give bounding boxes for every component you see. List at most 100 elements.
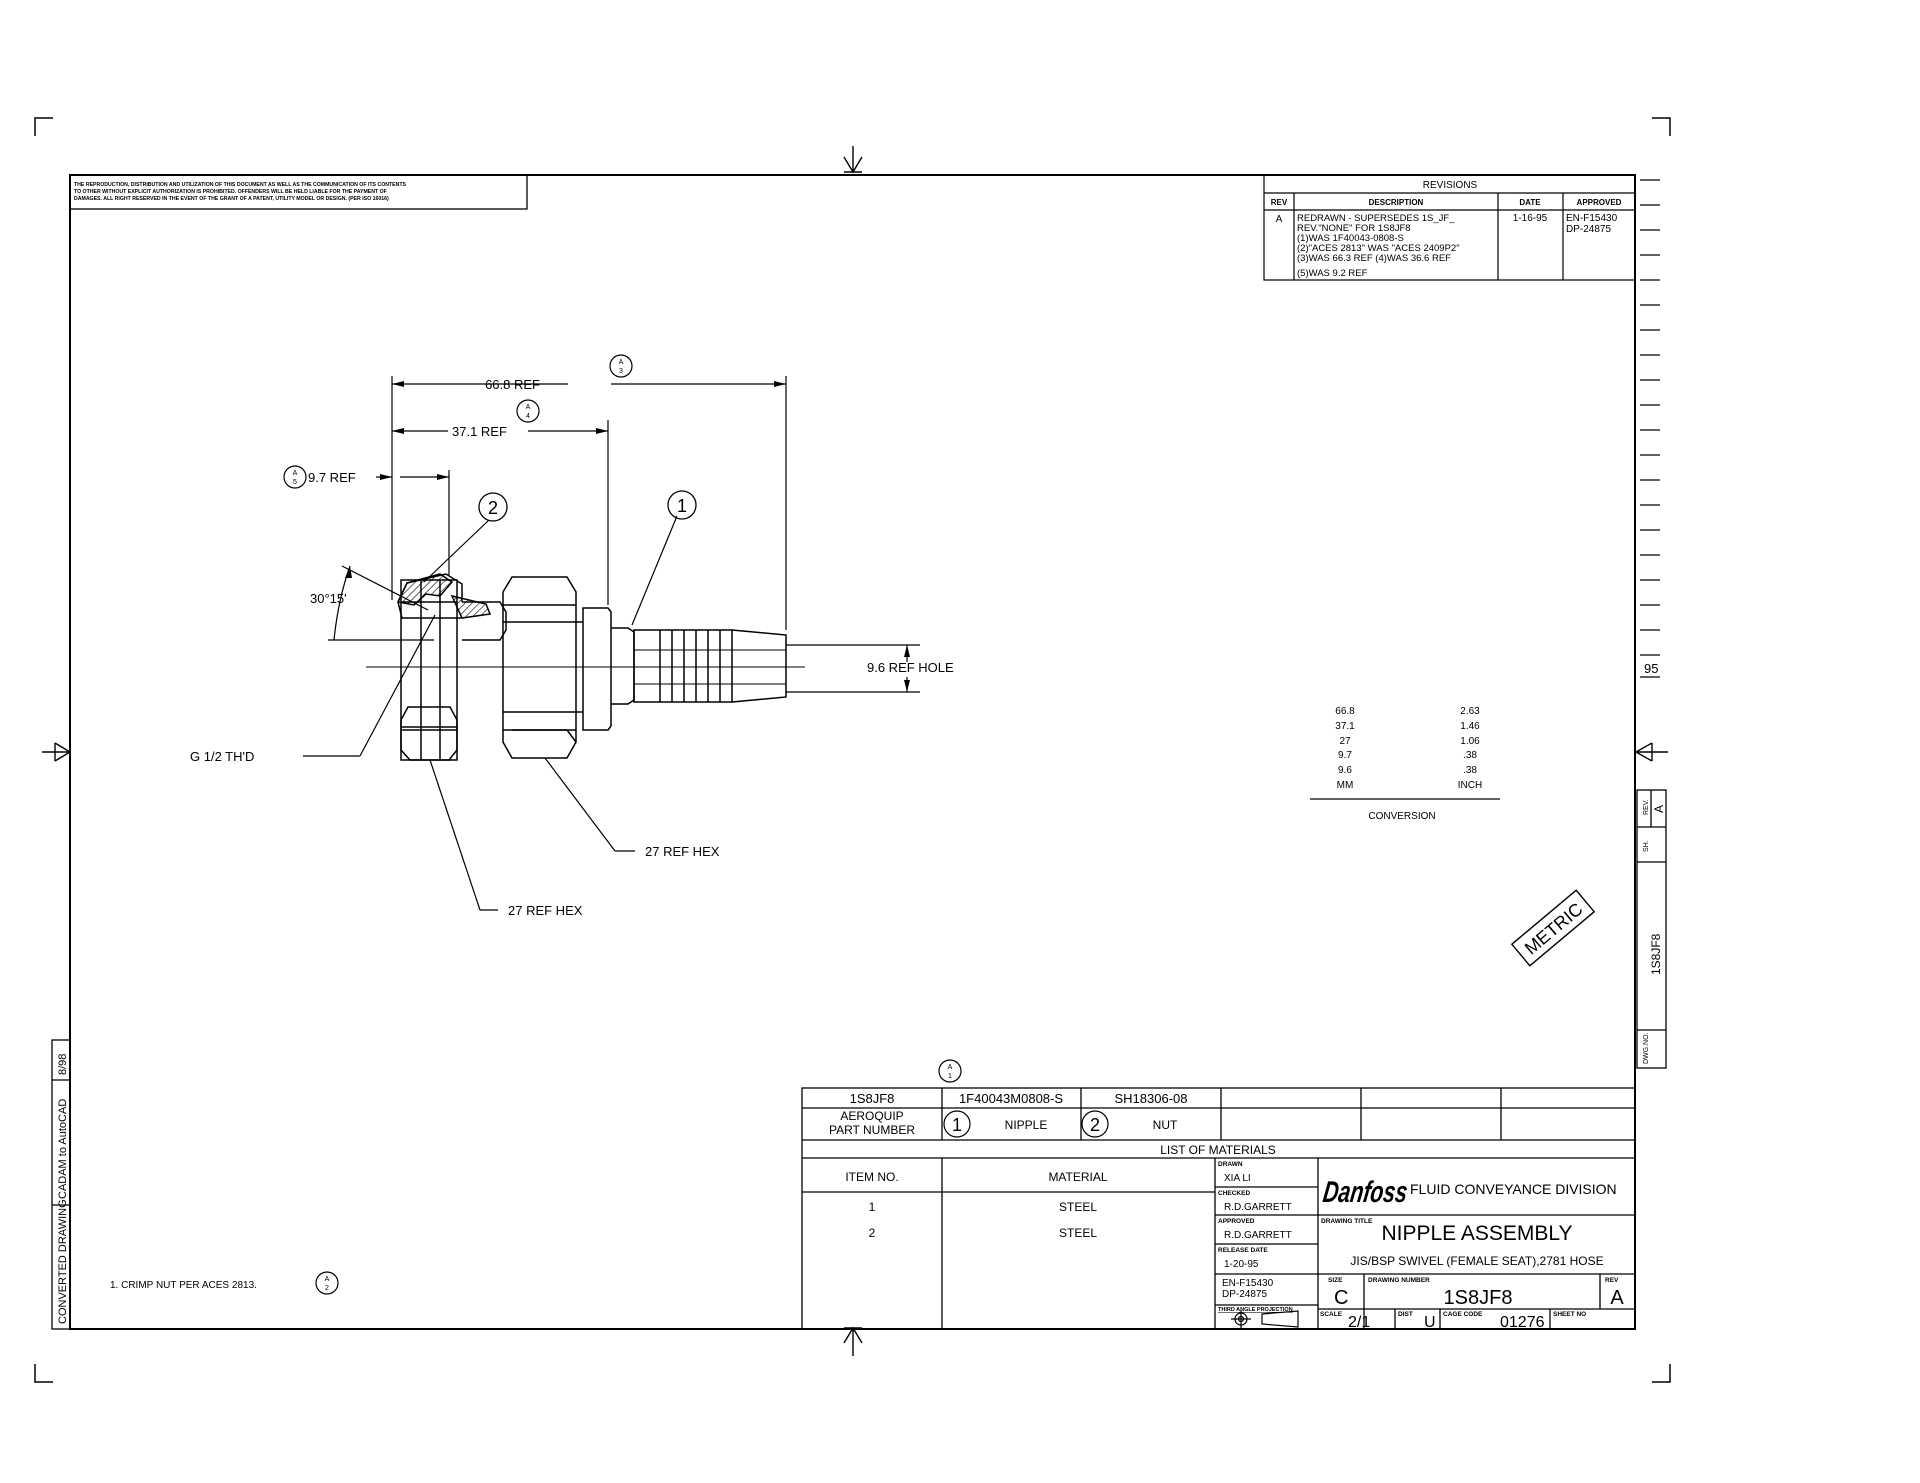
tb-ecn-1: EN-F15430 — [1222, 1278, 1274, 1289]
conv-mm-1: 66.8 — [1335, 706, 1355, 717]
revisions-col-approved: APPROVED — [1577, 198, 1622, 207]
dim-angle: 30°15' — [310, 591, 347, 606]
side-rev-value: A — [1652, 805, 1666, 813]
rev-flag-part: A 1 — [938, 1059, 962, 1083]
revision-desc-3: (1)WAS 1F40043-0808-S — [1297, 233, 1404, 244]
tb-dist-label: DIST — [1398, 1311, 1413, 1318]
revision-approved-1: EN-F15430 — [1566, 213, 1618, 224]
note-crimp: 1. CRIMP NUT PER ACES 2813. — [110, 1280, 257, 1291]
svg-text:2: 2 — [325, 1285, 329, 1292]
conv-mm-4: 9.7 — [1338, 750, 1352, 761]
conversion-strip — [51, 1039, 71, 1330]
tb-cage-label: CAGE CODE — [1443, 1311, 1483, 1318]
part-drawing — [366, 573, 805, 761]
pn-label-1: AEROQUIP — [840, 1109, 903, 1123]
tb-subtitle: JIS/BSP SWIVEL (FEMALE SEAT),2781 HOSE — [1350, 1254, 1603, 1268]
conv-title: CONVERSION — [1368, 811, 1435, 822]
material-row-1-item: 1 — [869, 1200, 876, 1214]
conv-inch-3: 1.06 — [1460, 736, 1480, 747]
pn-nipple-name: NIPPLE — [1005, 1118, 1048, 1132]
conv-inch-unit: INCH — [1458, 780, 1482, 791]
copyright-line-3: DAMAGES. ALL RIGHT RESERVED IN THE EVENT… — [74, 196, 389, 202]
revision-desc-2: REV."NONE" FOR 1S8JF8 — [1297, 223, 1411, 234]
tb-drawn-value: XIA LI — [1224, 1173, 1251, 1184]
svg-text:4: 4 — [526, 413, 530, 420]
bottom-tables — [801, 1087, 1636, 1330]
copyright-line-2: TO OTHER WITHOUT EXPLICIT AUTHORIZATION … — [74, 189, 387, 195]
tb-release-value: 1-20-95 — [1224, 1259, 1259, 1270]
tb-projection-label: THIRD ANGLE PROJECTION — [1218, 1307, 1293, 1313]
tb-release-label: RELEASE DATE — [1218, 1247, 1268, 1254]
side-title-box — [1636, 789, 1667, 1069]
drawing-border — [69, 174, 1636, 1330]
centering-marks — [42, 146, 1668, 1356]
dim-overall: 66.8 REF — [485, 377, 540, 392]
materials-col-material: MATERIAL — [1048, 1170, 1107, 1184]
dimension-arrows — [345, 381, 910, 692]
rev-flag-overall: A 3 — [609, 354, 633, 378]
rev-flag-small: A 5 — [283, 465, 307, 489]
nut-pn: SH18306-08 — [1115, 1091, 1188, 1106]
revision-letter: A — [1276, 214, 1283, 225]
revisions-col-rev: REV — [1271, 198, 1288, 207]
nipple-pn: 1F40043M0808-S — [959, 1091, 1063, 1106]
svg-text:2: 2 — [1090, 1115, 1100, 1135]
materials-col-item: ITEM NO. — [845, 1170, 898, 1184]
tb-drawn-label: DRAWN — [1218, 1161, 1243, 1168]
copyright-box — [69, 174, 528, 210]
dim-mid: 37.1 REF — [452, 424, 507, 439]
leaders — [303, 515, 678, 911]
label-hex-nut: 27 REF HEX — [508, 903, 583, 918]
tb-scale-value: 2/1 — [1348, 1314, 1370, 1331]
tb-cage-value: 01276 — [1500, 1314, 1545, 1331]
tb-ecn-2: DP-24875 — [1222, 1289, 1267, 1300]
pn-nut-name: NUT — [1153, 1118, 1178, 1132]
projection-symbol-icon — [1231, 1310, 1299, 1328]
assembly-pn: 1S8JF8 — [850, 1091, 895, 1106]
conv-inch-2: 1.46 — [1460, 721, 1480, 732]
revisions-col-date: DATE — [1519, 198, 1541, 207]
tb-dist-value: U — [1424, 1314, 1436, 1331]
tb-approved-value: R.D.GARRETT — [1224, 1230, 1292, 1241]
side-rev-label: REV. — [1643, 799, 1650, 815]
left-date: 8/98 — [57, 1054, 69, 1075]
conv-inch-1: 2.63 — [1460, 706, 1480, 717]
svg-text:Danfoss: Danfoss — [1321, 1176, 1410, 1209]
revisions-table — [1263, 174, 1636, 281]
conv-mm-unit: MM — [1337, 780, 1354, 791]
tb-checked-value: R.D.GARRETT — [1224, 1202, 1292, 1213]
svg-text:A: A — [619, 359, 624, 366]
svg-text:1: 1 — [677, 496, 687, 516]
label-thread: G 1/2 TH'D — [190, 749, 254, 764]
svg-text:A: A — [526, 404, 531, 411]
side-dwg-label: DWG.NO. — [1643, 1032, 1650, 1064]
material-row-1-material: STEEL — [1059, 1200, 1097, 1214]
rev-flag-mid: A 4 — [516, 399, 540, 423]
tb-approved-label: APPROVED — [1218, 1218, 1255, 1225]
tb-checked-label: CHECKED — [1218, 1190, 1250, 1197]
svg-text:3: 3 — [619, 368, 623, 375]
tb-size-value: C — [1334, 1287, 1348, 1309]
conv-mm-3: 27 — [1339, 736, 1351, 747]
revision-desc-1: REDRAWN - SUPERSEDES 1S_JF_ — [1297, 213, 1455, 224]
tb-scale-label: SCALE — [1320, 1311, 1343, 1318]
revision-date: 1-16-95 — [1513, 213, 1548, 224]
tb-sheet-label: SHEET NO — [1553, 1311, 1586, 1318]
conv-inch-5: .38 — [1463, 765, 1477, 776]
pn-balloon-2: 2 — [1081, 1110, 1109, 1138]
revisions-col-description: DESCRIPTION — [1369, 198, 1424, 207]
tb-rev-value: A — [1610, 1287, 1624, 1309]
tb-title: NIPPLE ASSEMBLY — [1381, 1222, 1572, 1245]
conv-mm-5: 9.6 — [1338, 765, 1352, 776]
svg-text:A: A — [948, 1064, 953, 1071]
svg-text:A: A — [293, 470, 298, 477]
revision-desc-5: (3)WAS 66.3 REF (4)WAS 36.6 REF — [1297, 253, 1451, 264]
revision-approved-2: DP-24875 — [1566, 224, 1611, 235]
balloon-item-2: 2 — [478, 492, 508, 522]
label-hex-nipple: 27 REF HEX — [645, 844, 720, 859]
material-row-2-material: STEEL — [1059, 1226, 1097, 1240]
left-cadam: CADAM to AutoCAD — [57, 1099, 69, 1199]
zone-number: 95 — [1644, 661, 1658, 676]
tb-division: FLUID CONVEYANCE DIVISION — [1410, 1181, 1617, 1197]
